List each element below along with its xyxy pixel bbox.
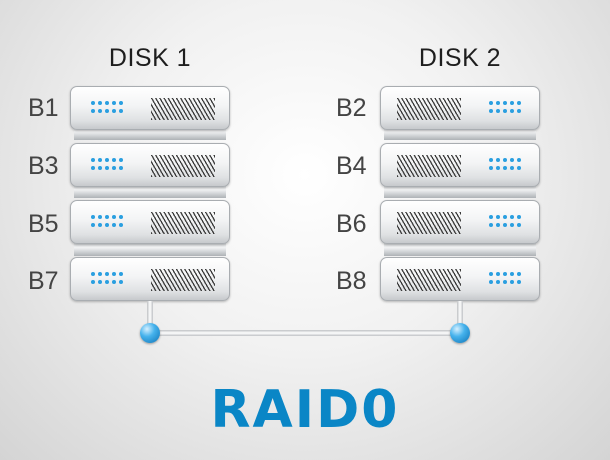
vent-grille <box>397 155 461 177</box>
disk-2-wire <box>457 301 463 333</box>
disk-2-server-unit-icon <box>380 86 540 130</box>
led-dots <box>489 158 521 172</box>
led-dots <box>91 215 123 229</box>
disk-1-title: DISK 1 <box>108 44 192 72</box>
vent-grille <box>151 212 215 234</box>
disk-1-server-unit-icon <box>70 257 230 301</box>
connection-node-icon <box>450 323 470 343</box>
connection-node-icon <box>140 323 160 343</box>
disk-1-server-unit-icon <box>70 86 230 130</box>
disk-2-title: DISK 2 <box>418 44 502 72</box>
rack-connector <box>384 242 536 256</box>
vent-grille <box>397 269 461 291</box>
block-label: B4 <box>336 152 367 180</box>
block-label: B3 <box>28 152 59 180</box>
block-label: B1 <box>28 94 59 122</box>
block-label: B8 <box>336 267 367 295</box>
stripe-link-wire <box>150 330 460 336</box>
vent-grille <box>397 98 461 120</box>
block-label: B2 <box>336 94 367 122</box>
disk-2-server-unit-icon <box>380 257 540 301</box>
led-dots <box>489 215 521 229</box>
block-label: B6 <box>336 210 367 238</box>
disk-2-server-unit-icon <box>380 200 540 244</box>
led-dots <box>91 101 123 115</box>
vent-grille <box>151 155 215 177</box>
led-dots <box>91 158 123 172</box>
block-label: B7 <box>28 267 59 295</box>
disk-1-server-unit-icon <box>70 143 230 187</box>
vent-grille <box>397 212 461 234</box>
led-dots <box>91 272 123 286</box>
raid-level-title: RAID0 <box>210 380 400 440</box>
led-dots <box>489 272 521 286</box>
disk-1-server-unit-icon <box>70 200 230 244</box>
disk-1-wire <box>147 301 153 333</box>
rack-connector <box>384 184 536 198</box>
rack-connector <box>74 184 226 198</box>
block-label: B5 <box>28 210 59 238</box>
rack-connector <box>74 242 226 256</box>
vent-grille <box>151 269 215 291</box>
disk-2-server-unit-icon <box>380 143 540 187</box>
vent-grille <box>151 98 215 120</box>
led-dots <box>489 101 521 115</box>
